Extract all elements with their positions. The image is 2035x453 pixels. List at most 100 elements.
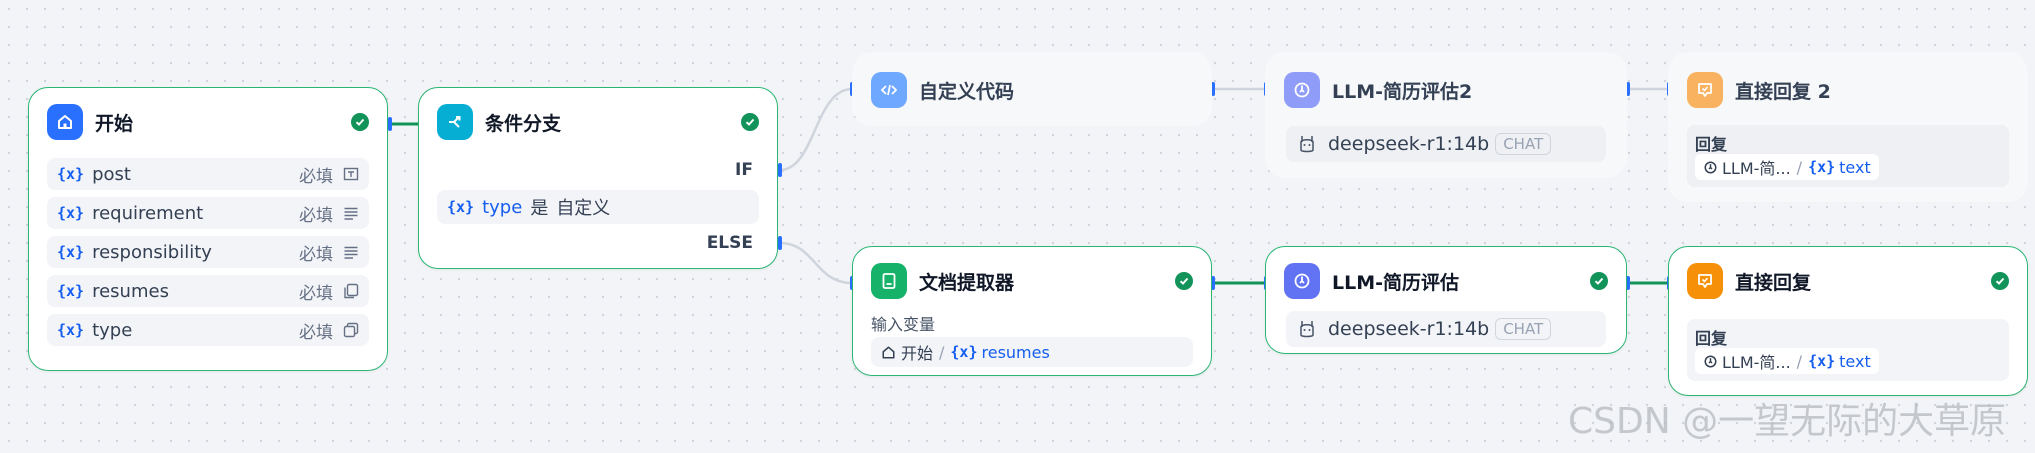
variable-icon: {x} <box>950 343 978 361</box>
extractor-node[interactable]: 文档提取器 输入变量 开始 / {x} resumes <box>852 246 1212 376</box>
document-extractor-icon <box>871 263 907 299</box>
llama-icon <box>1300 321 1314 338</box>
llama-icon <box>1300 136 1314 153</box>
select-icon <box>343 322 359 338</box>
success-check-icon <box>351 113 369 131</box>
required-label: 必填 <box>299 283 333 304</box>
branch-node-title: 条件分支 <box>485 112 562 135</box>
required-label: 必填 <box>299 205 333 226</box>
start-var-name: requirement <box>92 202 204 224</box>
branch-if-handle[interactable] <box>778 163 782 177</box>
reply-content[interactable]: 回复 LLM-简... / {x} text <box>1687 319 2009 381</box>
condition-var: type <box>482 196 523 218</box>
paragraph-icon <box>344 207 358 220</box>
paragraph-icon <box>344 246 358 259</box>
code-node-header: 自定义代码 <box>871 72 1193 108</box>
required-label: 必填 <box>299 322 333 343</box>
reply-var: text <box>1839 351 1871 371</box>
llm2-node-header: LLM-简历评估2 <box>1284 72 1608 108</box>
llm2-node[interactable]: LLM-简历评估2 deepseek-r1:14b CHAT <box>1265 52 1627 178</box>
extractor-var: resumes <box>981 342 1050 362</box>
code-node[interactable]: 自定义代码 <box>852 52 1212 126</box>
success-check-icon <box>1175 272 1193 290</box>
start-var-post[interactable]: {x} post 必填 <box>47 158 369 190</box>
variable-icon: {x} <box>447 198 475 216</box>
extractor-node-header: 文档提取器 <box>871 263 1193 299</box>
path-separator: / <box>1796 157 1803 177</box>
reply-node-header: 直接回复 <box>1687 263 2009 299</box>
reply2-reference-chip[interactable]: LLM-简... / {x} text <box>1695 154 1879 180</box>
home-small-icon <box>882 346 895 358</box>
variable-icon: {x} <box>57 321 85 339</box>
success-check-icon <box>741 113 759 131</box>
condition-value: 自定义 <box>556 198 611 219</box>
path-separator: / <box>939 342 945 362</box>
llm-icon <box>1284 263 1320 299</box>
edge-if-code <box>779 87 853 172</box>
extractor-node-title: 文档提取器 <box>919 271 1015 294</box>
llm-node-header: LLM-简历评估 <box>1284 263 1608 299</box>
llm-output-handle[interactable] <box>1626 276 1630 290</box>
condition-row[interactable]: {x} type 是 自定义 <box>437 190 759 224</box>
variable-icon: {x} <box>57 204 85 222</box>
reply-reference-chip[interactable]: LLM-简... / {x} text <box>1695 348 1879 374</box>
start-var-name: responsibility <box>92 241 212 263</box>
llm-small-icon <box>1704 161 1717 173</box>
reply2-node-title: 直接回复 2 <box>1735 80 1831 103</box>
condition-operator: 是 <box>530 198 549 219</box>
start-var-responsibility[interactable]: {x} responsibility 必填 <box>47 236 369 268</box>
llm-node[interactable]: LLM-简历评估 deepseek-r1:14b CHAT <box>1265 246 1627 354</box>
reply-source: LLM-简... <box>1722 353 1791 372</box>
required-label: 必填 <box>299 244 333 265</box>
variable-icon: {x} <box>57 282 85 300</box>
extractor-input-label: 输入变量 <box>871 315 936 334</box>
reply2-content[interactable]: 回复 LLM-简... / {x} text <box>1687 125 2009 187</box>
llm2-output-handle[interactable] <box>1626 82 1630 96</box>
llm-icon <box>1284 72 1320 108</box>
watermark: CSDN @一望无际的大草原 <box>1568 401 2007 442</box>
start-var-name: post <box>92 163 131 185</box>
llm2-model-row[interactable]: deepseek-r1:14b CHAT <box>1286 126 1606 162</box>
llm-model-row[interactable]: deepseek-r1:14b CHAT <box>1286 311 1606 347</box>
llm2-mode-badge: CHAT <box>1495 133 1552 155</box>
branch-else-handle[interactable] <box>778 236 782 250</box>
extractor-output-handle[interactable] <box>1211 276 1215 290</box>
home-icon <box>47 104 83 140</box>
start-var-type[interactable]: {x} type 必填 <box>47 314 369 346</box>
if-label: IF <box>735 160 753 180</box>
code-output-handle[interactable] <box>1211 82 1215 96</box>
branch-node-header: 条件分支 <box>437 104 759 140</box>
code-node-title: 自定义代码 <box>919 80 1015 103</box>
llm-small-icon <box>1704 355 1717 367</box>
branch-node[interactable]: 条件分支 IF {x} type 是 自定义 ELSE <box>418 87 778 269</box>
llm2-node-title: LLM-简历评估2 <box>1332 80 1473 103</box>
file-list-icon <box>344 283 359 299</box>
start-var-name: type <box>92 319 133 341</box>
start-var-name: resumes <box>92 280 169 302</box>
branch-icon <box>437 104 473 140</box>
reply2-var: text <box>1839 157 1871 177</box>
llm-mode-badge: CHAT <box>1495 318 1552 340</box>
llm2-model-name: deepseek-r1:14b <box>1328 133 1490 155</box>
required-label: 必填 <box>299 166 333 187</box>
reply2-node[interactable]: 直接回复 2 回复 LLM-简... / {x} text <box>1668 52 2028 202</box>
reply2-node-header: 直接回复 2 <box>1687 72 2009 108</box>
reply-node[interactable]: 直接回复 回复 LLM-简... / {x} text <box>1668 246 2028 396</box>
reply-icon <box>1687 263 1723 299</box>
text-input-icon <box>343 167 359 181</box>
start-node-header: 开始 <box>47 104 369 140</box>
reply-icon <box>1687 72 1723 108</box>
variable-icon: {x} <box>1808 352 1836 370</box>
reply-label: 回复 <box>1695 329 1728 348</box>
extractor-input-ref[interactable]: 开始 / {x} resumes <box>871 337 1193 367</box>
start-var-requirement[interactable]: {x} requirement 必填 <box>47 197 369 229</box>
reply2-label: 回复 <box>1695 135 1728 154</box>
code-icon <box>871 72 907 108</box>
path-separator: / <box>1796 351 1803 371</box>
start-node[interactable]: 开始 {x} post 必填 {x} requirement 必填 {x} re… <box>28 87 388 371</box>
start-output-handle[interactable] <box>388 117 392 131</box>
reply-node-title: 直接回复 <box>1735 271 1812 294</box>
else-label: ELSE <box>706 233 753 253</box>
start-var-resumes[interactable]: {x} resumes 必填 <box>47 275 369 307</box>
